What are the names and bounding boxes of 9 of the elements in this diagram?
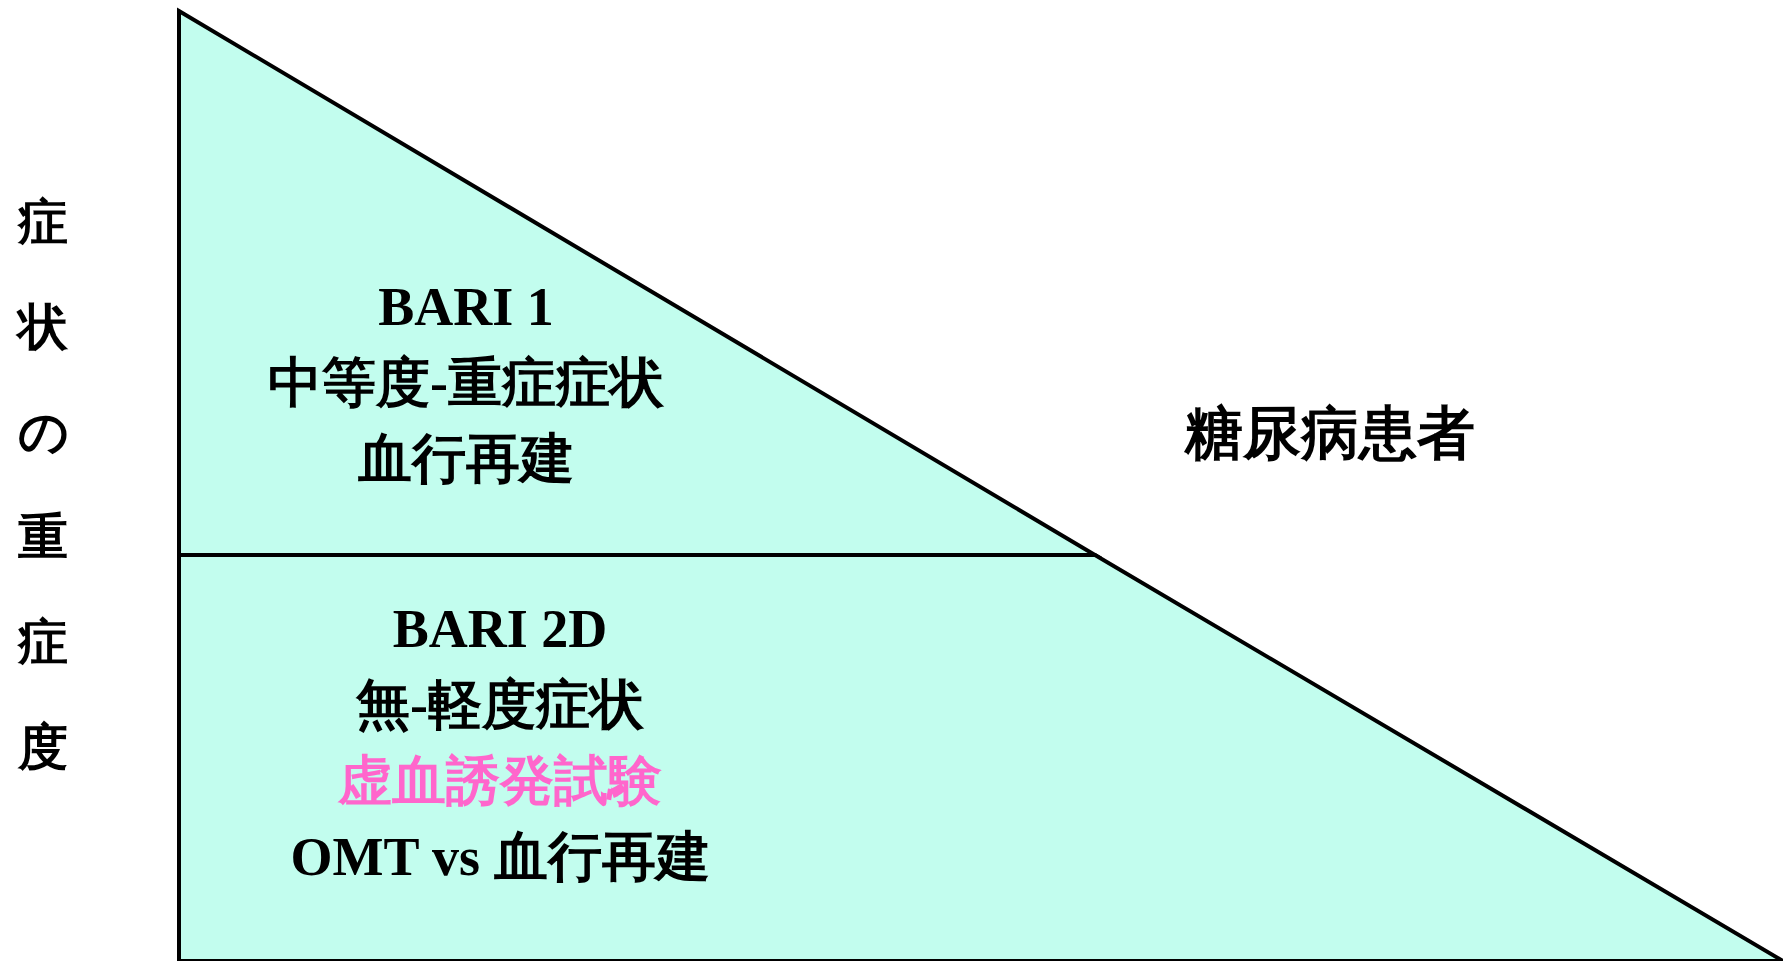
region-text: BARI 2D bbox=[392, 598, 608, 661]
region-text: OMT vs 血行再建 bbox=[290, 826, 710, 889]
region-text: 虚血誘発試験 bbox=[338, 750, 662, 813]
axis-label: 症状の重症度 bbox=[18, 193, 68, 777]
group-label: 糖尿病患者 bbox=[1185, 400, 1475, 468]
region-text: BARI 1 bbox=[378, 276, 554, 339]
region-text: 中等度-重症症状 bbox=[268, 352, 664, 415]
region-text: 血行再建 bbox=[358, 428, 574, 491]
region-text: 無-軽度症状 bbox=[356, 674, 644, 737]
